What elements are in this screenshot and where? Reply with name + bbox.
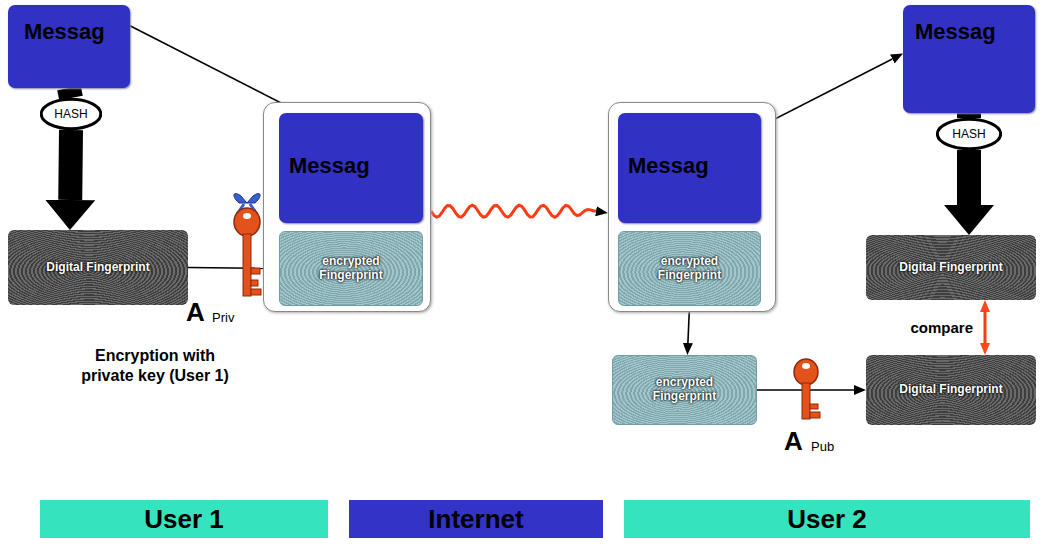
node-text: encrypted Fingerprint — [280, 255, 422, 283]
hash-circle: HASH — [40, 98, 102, 130]
hash-arrow — [957, 150, 981, 205]
party-band: User 2 — [624, 500, 1030, 538]
node-text: Messag — [289, 153, 423, 179]
hash-circle: HASH — [936, 118, 1002, 150]
node-text: Digital Fingerprint — [885, 383, 1016, 397]
fingerprint-box: Digital Fingerprint — [8, 230, 188, 305]
node-text: HASH — [952, 127, 985, 141]
encrypted-fingerprint-box: encrypted Fingerprint — [279, 231, 423, 306]
node-text: Messag — [628, 153, 761, 179]
public-key-icon — [794, 359, 820, 419]
packet-frame: Messag encrypted Fingerprint — [608, 102, 776, 312]
hash-arrow — [957, 113, 981, 118]
hash-arrow — [69, 88, 71, 98]
transmission-arrow — [431, 205, 596, 217]
node-text: Messag — [24, 19, 130, 45]
big-letter: A — [186, 296, 205, 329]
node-text: encrypted Fingerprint — [619, 255, 760, 283]
node-text: User 1 — [144, 504, 224, 535]
node-text: encrypted Fingerprint — [613, 376, 756, 404]
node-text: Internet — [428, 504, 523, 535]
node-text: User 2 — [787, 504, 867, 535]
encrypted-fingerprint-box: encrypted Fingerprint — [612, 355, 757, 425]
node-text: Digital Fingerprint — [32, 261, 163, 275]
flow-arrow — [984, 312, 987, 343]
party-band: User 1 — [40, 500, 328, 538]
private-key-icon — [234, 194, 261, 296]
big-letter: A — [784, 425, 803, 458]
key-subscript: Priv — [212, 310, 234, 326]
flow-arrow — [761, 59, 892, 126]
fingerprint-box: Digital Fingerprint — [866, 235, 1036, 300]
node-text: Messag — [915, 19, 1035, 45]
message-box: Messag — [903, 5, 1035, 113]
node-text: Digital Fingerprint — [885, 261, 1016, 275]
message-box: Messag — [8, 5, 130, 88]
message-box: Messag — [618, 113, 761, 223]
encrypted-fingerprint-box: encrypted Fingerprint — [618, 231, 761, 306]
network-band: Internet — [349, 500, 603, 538]
flow-arrow — [130, 26, 290, 108]
key-caption: Encryption with private key (User 1) — [78, 346, 232, 386]
edge-label: compare — [908, 319, 975, 336]
hash-arrow — [58, 130, 83, 200]
key-subscript: Pub — [811, 439, 834, 455]
node-text: HASH — [54, 107, 87, 121]
packet-frame: Messag encrypted Fingerprint — [263, 102, 431, 312]
message-box: Messag — [279, 113, 423, 223]
fingerprint-box: Digital Fingerprint — [866, 355, 1036, 425]
